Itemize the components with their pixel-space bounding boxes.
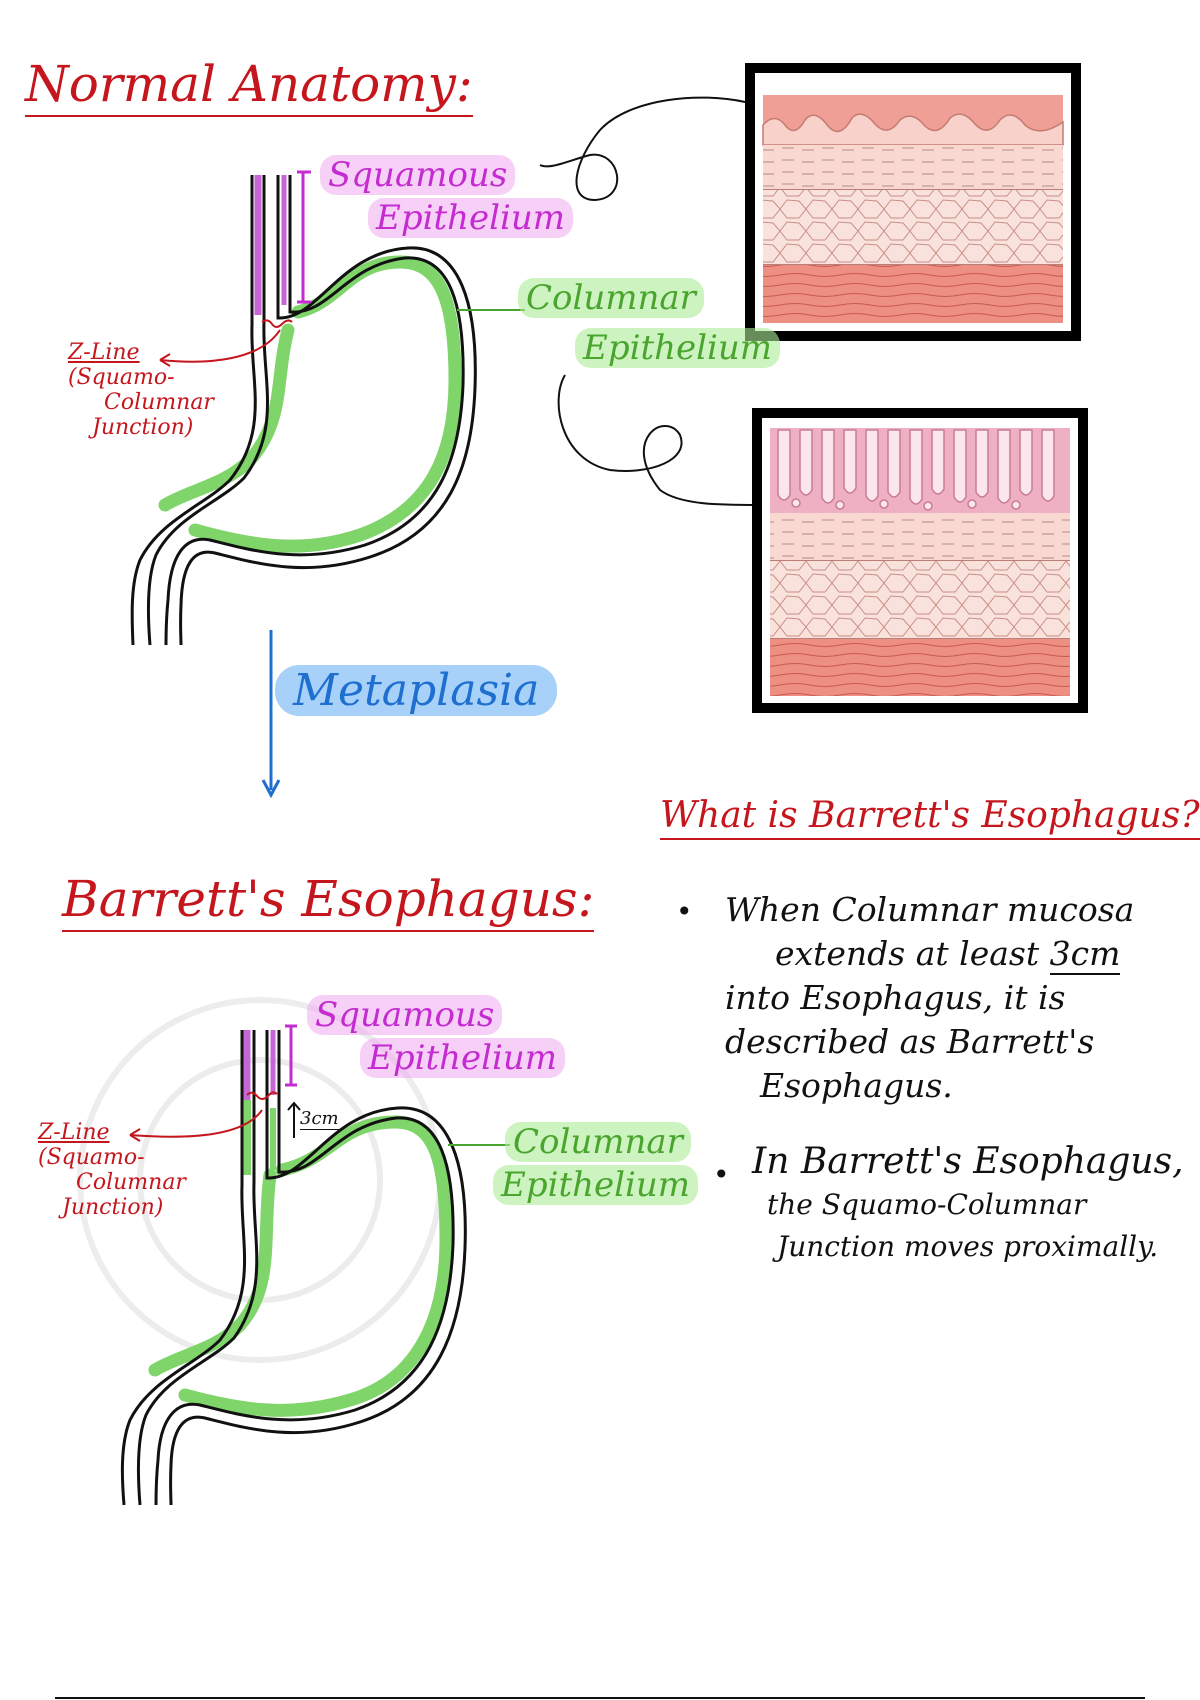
three-cm-emphasis: 3cm	[1049, 934, 1121, 975]
metaplasia-arrow	[261, 630, 281, 799]
columnar-label-top: Columnar	[518, 278, 704, 318]
bullet-1-text: When Columnar mucosa extends at least 3c…	[725, 890, 1135, 1105]
zline-label-top: Z-Line (Squamo- Columnar Junction)	[68, 340, 214, 440]
bullet-2-text: In Barrett's Esophagus, the Squamo-Colum…	[752, 1141, 1184, 1263]
zline-label-bottom: Z-Line (Squamo- Columnar Junction)	[38, 1120, 186, 1220]
bullet-2: •	[713, 1158, 730, 1191]
what-is-barretts-title: What is Barrett's Esophagus??	[660, 795, 1200, 840]
columnar-tissue-inset	[752, 408, 1088, 713]
three-cm-measure: 3cm	[300, 1108, 339, 1130]
squamous-tissue-inset	[745, 63, 1081, 341]
epithelium-label-top-pink: Epithelium	[368, 198, 574, 238]
bullet-1: •	[676, 895, 693, 928]
epithelium-label-bottom-green: Epithelium	[493, 1165, 699, 1205]
barretts-stomach	[120, 1024, 510, 1506]
squamous-label-bottom: Squamous	[307, 995, 503, 1035]
columnar-label-bottom: Columnar	[505, 1122, 691, 1162]
inset-connectors	[539, 96, 761, 506]
metaplasia-label: Metaplasia	[275, 665, 558, 716]
normal-stomach	[130, 170, 525, 646]
normal-anatomy-title: Normal Anatomy:	[25, 55, 473, 117]
epithelium-label-bottom-pink: Epithelium	[360, 1038, 566, 1078]
squamous-label-top: Squamous	[320, 155, 516, 195]
epithelium-label-top-green: Epithelium	[575, 328, 781, 368]
barretts-title: Barrett's Esophagus:	[62, 870, 595, 932]
